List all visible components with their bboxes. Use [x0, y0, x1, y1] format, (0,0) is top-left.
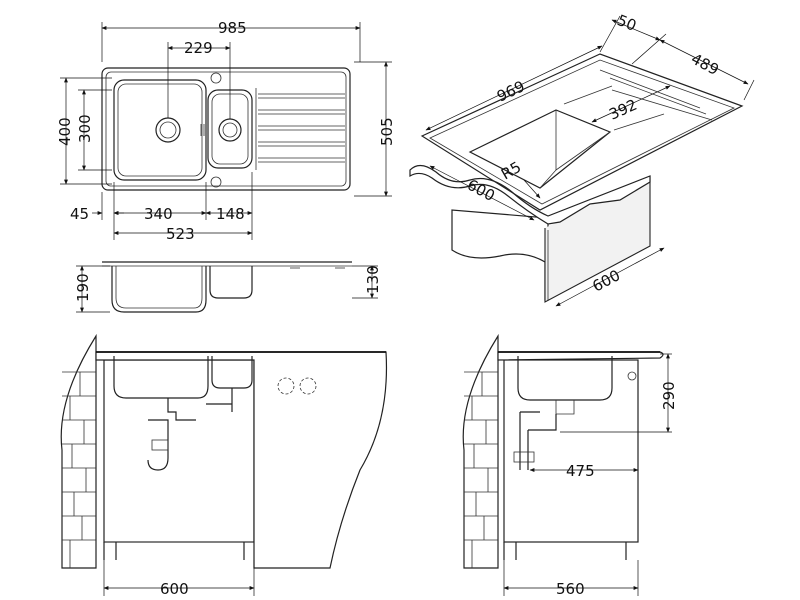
- isometric-view: 50 489 969 392 R5 600 600: [409, 11, 755, 307]
- cabinet-side-install: [503, 359, 639, 543]
- sink-outline: [101, 67, 351, 191]
- siphon-pipes: [167, 388, 233, 421]
- iso-bowl: [468, 109, 612, 189]
- dim-600-cabinet: 600: [160, 580, 189, 598]
- dim-45: 45: [70, 205, 89, 223]
- wall-left: [60, 333, 97, 569]
- dim-400: 400: [56, 117, 74, 146]
- top-view: 985 229 505 400 300 45 340 148 523: [56, 19, 396, 243]
- dim-985: 985: [218, 19, 247, 37]
- drainer-grooves: [255, 88, 345, 170]
- dim-560: 560: [556, 580, 585, 598]
- side-installation-view: 290 475 560: [462, 333, 678, 598]
- wall-right-view: [462, 333, 499, 569]
- front-installation-view: 600: [60, 333, 388, 598]
- dim-475: 475: [566, 462, 595, 480]
- tap-hole: [210, 176, 222, 188]
- main-bowl-profile: [111, 266, 207, 313]
- side-section-view: 190 130: [74, 261, 382, 313]
- dim-505: 505: [378, 117, 396, 146]
- dim-300: 300: [76, 114, 94, 143]
- dim-523: 523: [166, 225, 195, 243]
- front-small-bowl: [211, 356, 253, 389]
- main-bowl: [113, 79, 207, 181]
- small-bowl-profile: [209, 266, 253, 299]
- dim-392: 392: [606, 96, 639, 124]
- dim-489: 489: [688, 50, 722, 79]
- dim-340: 340: [144, 205, 173, 223]
- small-drain: [218, 118, 242, 142]
- dim-130: 130: [364, 265, 382, 294]
- dim-148: 148: [216, 205, 245, 223]
- dim-229: 229: [184, 39, 213, 57]
- tap-hole: [210, 72, 222, 84]
- side-bowl: [517, 356, 613, 401]
- cabinet-front: [103, 359, 255, 543]
- dim-190: 190: [74, 273, 92, 302]
- counter-right: [95, 351, 388, 569]
- dim-290: 290: [660, 381, 678, 410]
- dim-969: 969: [494, 77, 528, 105]
- dim-50: 50: [615, 11, 639, 35]
- dim-r5: R5: [498, 158, 524, 184]
- front-main-bowl: [113, 356, 209, 399]
